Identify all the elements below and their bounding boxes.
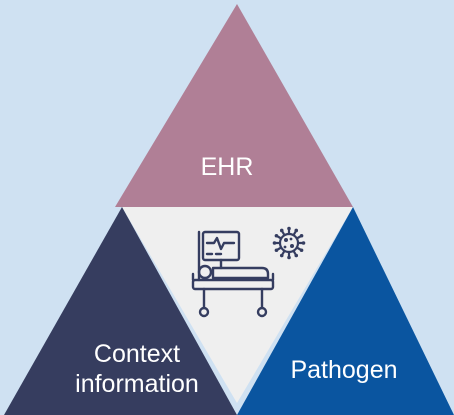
virus-spike	[281, 230, 286, 237]
virus-spike	[292, 249, 297, 256]
context-label-line1: Context	[93, 340, 181, 368]
virus-spike-tip	[301, 241, 306, 245]
virus-spike-tip	[272, 241, 277, 245]
virus-spike	[295, 246, 302, 251]
virus-spike	[276, 246, 283, 251]
virus-spike-tip	[279, 228, 284, 233]
virus-spike-tip	[287, 226, 291, 231]
ehr-triangle	[115, 4, 353, 207]
context-information-label: Context information	[52, 339, 222, 399]
virus-spike-tip	[294, 253, 299, 258]
virus-spike-tip	[287, 255, 291, 260]
virus-icon	[272, 226, 306, 260]
virus-spike	[292, 230, 297, 237]
virus-spike-tip	[274, 248, 279, 253]
context-triangle	[4, 207, 237, 415]
ehr-label: EHR	[200, 153, 254, 181]
virus-spike	[276, 235, 283, 240]
context-label-line2: information	[75, 370, 199, 398]
virus-spike	[295, 235, 302, 240]
virus-spike	[281, 249, 286, 256]
virus-spike-tip	[299, 248, 304, 253]
pathogen-label: Pathogen	[290, 356, 398, 384]
virus-spike-tip	[299, 233, 304, 238]
virus-spike-tip	[274, 233, 279, 238]
pathogen-triangle	[237, 207, 454, 415]
virus-spike-tip	[294, 228, 299, 233]
patient-bed-monitor-icon	[191, 230, 275, 318]
virus-spike-tip	[279, 253, 284, 258]
